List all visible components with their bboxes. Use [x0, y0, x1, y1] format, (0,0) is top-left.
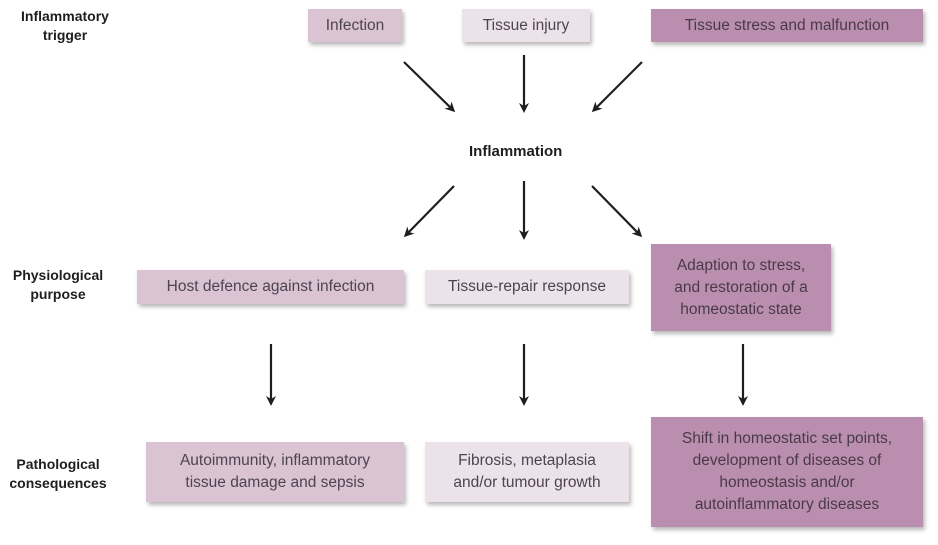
box-text-line: homeostasis and/or	[719, 474, 855, 491]
row-label-pathological-consequences: Pathological consequences	[0, 455, 116, 493]
consequence-box-homeostatic-shift: Shift in homeostatic set points, develop…	[651, 417, 923, 527]
box-text-line: Fibrosis, metaplasia	[458, 452, 596, 469]
trigger-box-tissue-stress: Tissue stress and malfunction	[651, 9, 923, 42]
row-label-line: Physiological	[12, 267, 104, 283]
box-text-line: Autoimmunity, inflammatory	[179, 452, 371, 469]
purpose-box-adaption-to-stress: Adaption to stress, and restoration of a…	[651, 244, 831, 331]
row-label-line: purpose	[30, 286, 86, 302]
box-text: Tissue-repair response	[448, 278, 606, 295]
row-label-line: Pathological	[16, 456, 100, 472]
consequence-box-fibrosis: Fibrosis, metaplasia and/or tumour growt…	[425, 442, 629, 502]
arrow-inflammation-to-host-defence	[403, 185, 455, 238]
box-text: Tissue injury	[482, 16, 570, 34]
purpose-box-tissue-repair: Tissue-repair response	[425, 270, 629, 304]
row-label-line: trigger	[42, 27, 88, 43]
box-text: Host defence against infection	[166, 278, 375, 295]
box-text-line: development of diseases of	[692, 452, 882, 469]
box-text-line: autoinflammatory diseases	[694, 496, 880, 513]
box-text-line: Shift in homeostatic set points,	[681, 430, 893, 447]
arrow-inflammation-to-adaption	[591, 185, 643, 238]
row-label-line: consequences	[9, 475, 107, 491]
row-label-line: Inflammatory	[21, 8, 109, 24]
arrow-infection-to-inflammation	[403, 61, 456, 113]
arrow-tissue-stress-to-inflammation	[591, 61, 643, 113]
box-text-line: tissue damage and sepsis	[185, 474, 365, 491]
box-text-line: and restoration of a	[674, 278, 808, 296]
box-text-line: and/or tumour growth	[453, 474, 601, 491]
row-label-inflammatory-trigger: Inflammatory trigger	[4, 7, 126, 45]
trigger-box-tissue-injury: Tissue injury	[462, 9, 590, 42]
box-text-line: Adaption to stress,	[676, 256, 806, 274]
inflammation-label: Inflammation	[469, 143, 563, 160]
trigger-box-infection: Infection	[308, 9, 402, 42]
box-text: Tissue stress and malfunction	[684, 16, 890, 34]
purpose-box-host-defence: Host defence against infection	[137, 270, 404, 304]
box-text-line: homeostatic state	[680, 300, 802, 318]
consequence-box-autoimmunity: Autoimmunity, inflammatory tissue damage…	[146, 442, 404, 502]
box-text: Infection	[325, 16, 385, 34]
row-label-physiological-purpose: Physiological purpose	[0, 266, 116, 304]
